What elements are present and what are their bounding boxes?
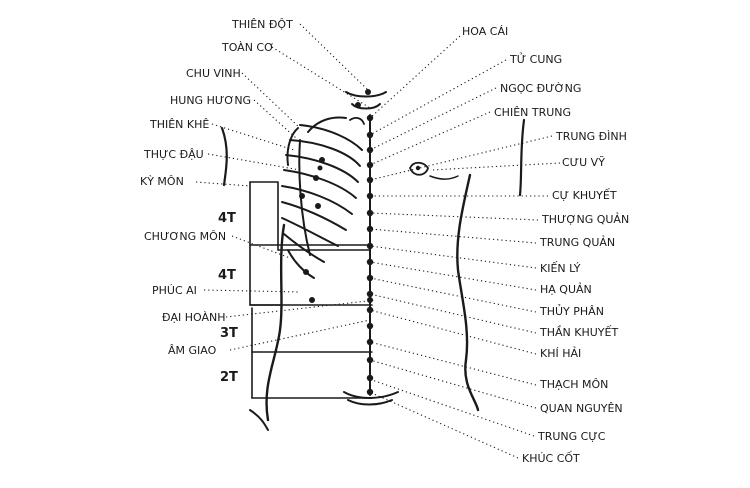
leader-line — [195, 181, 251, 187]
leader-line — [203, 289, 301, 293]
label-hung-huong: HUNG HƯƠNG — [170, 94, 251, 107]
midline-point — [366, 388, 374, 396]
leader-line — [369, 228, 537, 244]
leader-line — [211, 123, 295, 151]
segment-mark-4t-upper: 4T — [218, 211, 236, 226]
label-thien-khe: THIÊN KHÊ — [149, 118, 209, 131]
label-toan-co: TOÀN CƠ — [221, 41, 274, 54]
midline-point — [366, 338, 374, 346]
leader-line — [373, 393, 519, 459]
midline-point — [366, 374, 374, 382]
segment-mark-3t: 3T — [220, 326, 238, 341]
side-point — [315, 203, 321, 209]
label-trung-quan: TRUNG QUẢN — [539, 235, 615, 249]
leader-line — [271, 46, 371, 109]
midline-point — [366, 274, 374, 282]
label-ha-quan: HẠ QUẢN — [540, 282, 592, 296]
leader-line — [253, 99, 297, 139]
label-dai-hoanh: ĐẠI HOÀNH — [162, 311, 226, 324]
leader-line — [369, 212, 539, 221]
leader-line — [369, 245, 537, 269]
leader-line — [369, 341, 537, 386]
landmarks — [317, 161, 459, 406]
label-thien-dot: THIÊN ĐỘT — [231, 18, 293, 31]
label-ngoc-duong: NGỌC ĐƯỜNG — [500, 82, 581, 95]
label-cuu-vy: CƯU VỸ — [562, 156, 605, 169]
label-thuong-quan: THƯỢNG QUẢN — [541, 212, 629, 226]
label-tu-cung: TỬ CUNG — [509, 52, 562, 66]
leader-line — [369, 309, 537, 355]
midline-point — [366, 114, 374, 122]
leader-lines — [195, 23, 561, 459]
midline-point — [366, 290, 374, 298]
side-point — [355, 102, 361, 108]
leader-line — [229, 319, 371, 351]
label-chuong-mon: CHƯƠNG MÔN — [144, 230, 226, 243]
label-trung-dinh: TRUNG ĐÌNH — [555, 130, 627, 143]
label-phuc-ai: PHÚC AI — [152, 284, 197, 297]
leader-line — [369, 359, 537, 409]
leader-line — [369, 261, 537, 291]
label-chu-vinh: CHU VINH — [186, 67, 241, 80]
label-hoa-cai: HOA CÁI — [462, 25, 508, 38]
leader-line — [225, 299, 377, 318]
side-point — [303, 269, 309, 275]
midline-point — [366, 146, 374, 154]
label-khi-hai: KHÍ HẢI — [540, 346, 581, 360]
leader-line — [369, 87, 497, 151]
midline-point — [366, 131, 374, 139]
leader-line — [369, 111, 491, 166]
left-labels: THIÊN ĐỘT TOÀN CƠ CHU VINH HUNG HƯƠNG TH… — [140, 18, 293, 357]
side-point — [319, 157, 325, 163]
label-trung-cuc: TRUNG CỰC — [537, 430, 606, 443]
side-points — [299, 89, 373, 303]
label-thuy-phan: THỦY PHÂN — [539, 304, 604, 318]
leader-line — [369, 35, 461, 119]
right-labels: HOA CÁI TỬ CUNG NGỌC ĐƯỜNG CHIÊN TRUNG T… — [462, 25, 629, 465]
rib-cage — [281, 116, 363, 279]
label-chien-trung: CHIÊN TRUNG — [494, 106, 571, 119]
label-than-khuyet: THẦN KHUYẾT — [539, 325, 618, 339]
leader-line — [369, 135, 553, 181]
side-point — [299, 193, 305, 199]
label-kien-ly: KIẾN LÝ — [540, 261, 581, 275]
midline-point — [366, 176, 374, 184]
label-am-giao: ÂM GIAO — [168, 344, 217, 357]
label-quan-nguyen: QUAN NGUYÊN — [540, 402, 623, 415]
midline-point — [366, 225, 374, 233]
midline-point — [366, 322, 374, 330]
midline-point — [366, 306, 374, 314]
torso-outline — [220, 118, 526, 431]
segment-mark-4t-lower: 4T — [218, 268, 236, 283]
side-point — [313, 175, 319, 181]
leader-line — [207, 153, 301, 171]
leader-line — [369, 293, 537, 334]
label-thuc-dau: THỰC ĐẬU — [143, 148, 204, 161]
label-khuc-cot: KHÚC CỐT — [522, 451, 580, 465]
side-point — [309, 297, 315, 303]
segment-marks: 4T 4T 3T 2T — [218, 211, 238, 385]
leader-line — [241, 72, 301, 129]
midline-point — [366, 242, 374, 250]
label-cu-khuyet: CỰ KHUYẾT — [552, 188, 617, 202]
label-thach-mon: THẠCH MÔN — [539, 378, 608, 391]
label-ky-mon: KỲ MÔN — [140, 175, 184, 188]
side-point — [365, 89, 371, 95]
midline-point — [366, 192, 374, 200]
leader-line — [371, 379, 535, 437]
leader-line — [431, 162, 561, 171]
leader-line — [299, 23, 369, 91]
leader-line — [369, 277, 537, 313]
side-point — [367, 297, 373, 303]
segment-boxes — [249, 181, 373, 399]
clavicle — [345, 91, 387, 125]
leader-line — [369, 59, 507, 136]
segment-mark-2t: 2T — [220, 370, 238, 385]
